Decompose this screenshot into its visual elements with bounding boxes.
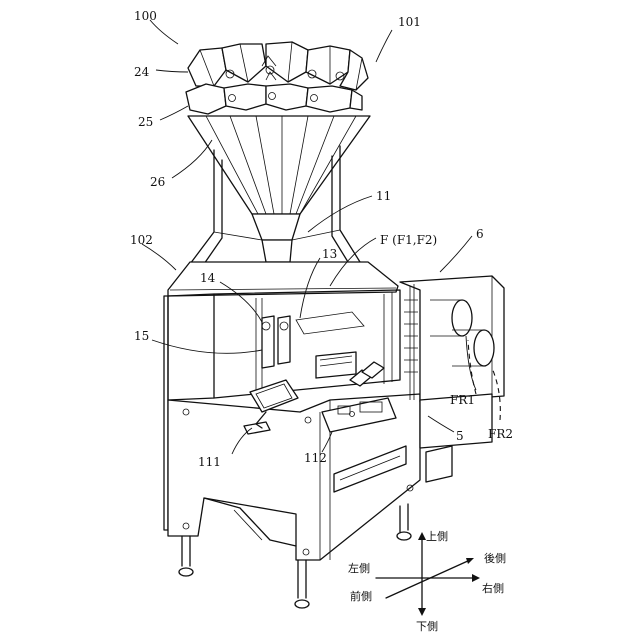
label-112: 112	[304, 451, 327, 465]
label-f: F (F1,F2)	[380, 233, 437, 247]
direction-right-label: 右側	[482, 581, 504, 595]
label-fr2: FR2	[488, 427, 513, 441]
label-14: 14	[200, 271, 216, 285]
label-100: 100	[134, 9, 157, 23]
direction-rear-label: 後側	[484, 551, 506, 565]
weighing-head-assembly	[186, 42, 370, 264]
direction-down-label: 下側	[416, 620, 438, 633]
label-24: 24	[134, 65, 150, 79]
label-111: 111	[198, 455, 221, 469]
label-25: 25	[138, 115, 153, 129]
label-11: 11	[376, 189, 391, 203]
pool-hoppers	[188, 42, 368, 90]
label-6: 6	[476, 227, 484, 241]
direction-up-label: 上側	[426, 530, 448, 543]
direction-left-label: 左側	[348, 562, 370, 575]
collecting-chute	[188, 116, 370, 262]
weigh-hoppers	[186, 84, 362, 114]
label-26: 26	[150, 175, 165, 189]
machine-body	[164, 262, 420, 608]
label-101: 101	[398, 15, 421, 29]
label-13: 13	[322, 247, 337, 261]
label-102: 102	[130, 233, 153, 247]
label-15: 15	[134, 329, 149, 343]
weigher-component-15	[262, 316, 274, 368]
direction-indicator	[376, 532, 480, 616]
direction-front-label: 前側	[350, 589, 372, 603]
label-5: 5	[456, 429, 464, 443]
label-fr1: FR1	[450, 393, 475, 407]
